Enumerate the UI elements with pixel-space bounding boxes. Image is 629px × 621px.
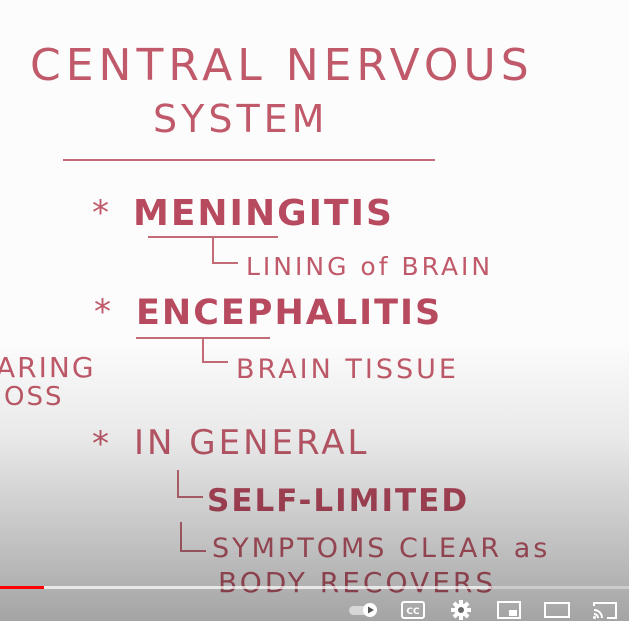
progress-buffered	[0, 586, 491, 589]
title-line-2: SYSTEM	[153, 97, 329, 141]
theater-mode-icon	[544, 601, 570, 618]
meningitis-connector	[212, 238, 238, 264]
miniplayer-button[interactable]	[485, 598, 533, 621]
meningitis-detail: LINING of BRAIN	[246, 252, 494, 281]
settings-button[interactable]	[437, 598, 485, 621]
theater-mode-button[interactable]	[533, 598, 581, 621]
symptoms-clear-text: SYMPTOMS CLEAR as	[212, 533, 551, 564]
cast-icon	[593, 601, 617, 619]
autoplay-toggle[interactable]	[341, 598, 389, 621]
encephalitis-term: ENCEPHALITIS	[136, 293, 443, 333]
meningitis-term: MENINGITIS	[133, 193, 394, 234]
bullet-1: *	[92, 193, 111, 233]
progress-bar[interactable]	[0, 586, 629, 589]
miniplayer-icon	[497, 600, 521, 619]
cast-button[interactable]	[581, 598, 629, 621]
player-controls: CC	[341, 598, 629, 621]
title-underline	[63, 159, 435, 161]
captions-label: CC	[406, 607, 420, 617]
body-recovers-text: BODY RECOVERS	[218, 566, 497, 599]
cutoff-text-line-2: OSS	[4, 382, 64, 412]
symptoms-connector	[180, 522, 206, 552]
settings-gear-icon	[451, 599, 471, 620]
self-limited-text: SELF-LIMITED	[207, 483, 470, 519]
autoplay-toggle-icon	[349, 602, 377, 617]
encephalitis-underline	[136, 337, 270, 339]
captions-icon: CC	[401, 600, 425, 619]
encephalitis-detail: BRAIN TISSUE	[236, 354, 459, 385]
in-general-heading: IN GENERAL	[134, 423, 370, 463]
self-limited-connector	[177, 470, 203, 498]
meningitis-underline	[148, 236, 278, 238]
cutoff-text-line-1: ARING	[0, 351, 96, 384]
progress-played	[0, 586, 45, 589]
encephalitis-connector	[202, 339, 228, 363]
bullet-2: *	[94, 292, 113, 332]
bullet-3: *	[92, 424, 111, 464]
captions-button[interactable]: CC	[389, 598, 437, 621]
title-line-1: CENTRAL NERVOUS	[30, 40, 534, 91]
